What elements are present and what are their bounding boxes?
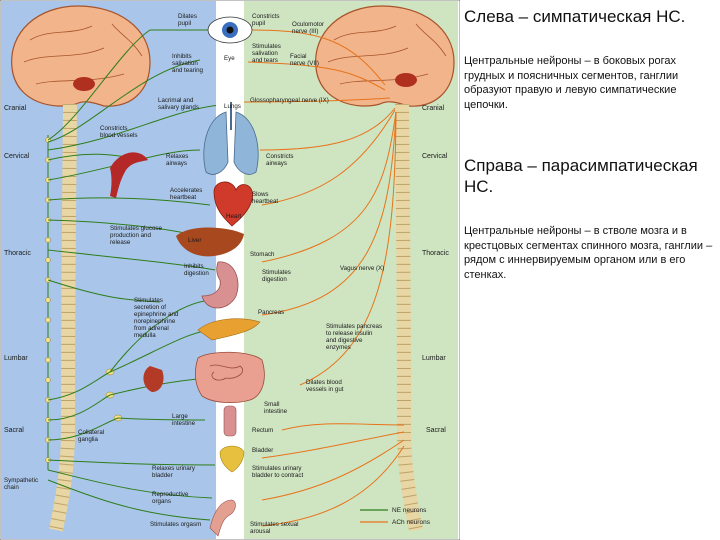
text-panel: Слева – симпатическая НС. Центральные не… xyxy=(462,0,718,540)
legend-ach: ACh neurons xyxy=(392,519,431,526)
liver-organ xyxy=(176,227,244,257)
label-spinal-left-lumbar: Lumbar xyxy=(4,355,28,362)
label-organ-labels-pancreas: Pancreas xyxy=(258,309,284,316)
label-sym-labels-stimulates-orgasm: Stimulates orgasm xyxy=(150,521,201,528)
reproductive-organ xyxy=(209,499,236,537)
label-organ-labels-bladder: Bladder xyxy=(252,447,273,454)
label-spinal-right-thoracic: Thoracic xyxy=(422,250,449,257)
label-spinal-right-sacral: Sacral xyxy=(426,427,446,434)
blood-vessel-organ xyxy=(110,152,148,198)
heart-organ xyxy=(213,181,254,227)
brain-left xyxy=(11,5,151,107)
label-organ-labels-lungs: Lungs xyxy=(224,103,241,110)
adrenal-kidney-organ xyxy=(143,366,164,392)
label-organ-labels-liver: Liver xyxy=(188,237,201,244)
eye-organ xyxy=(207,16,253,44)
label-organ-labels-eye: Eye xyxy=(224,55,235,62)
parasympathetic-nerves xyxy=(241,29,405,527)
label-spinal-left-cranial: Cranial xyxy=(4,105,27,112)
label-spinal-left-sacral: Sacral xyxy=(4,427,24,434)
left-body: Центральные нейроны – в боковых рогах гр… xyxy=(464,55,679,111)
label-spinal-right-lumbar: Lumbar xyxy=(422,355,446,362)
intestines-organ xyxy=(194,351,265,404)
label-spinal-right-cervical: Cervical xyxy=(422,153,448,160)
brain-right xyxy=(315,5,455,107)
spinal-cord-left xyxy=(49,103,77,532)
rectum-organ xyxy=(223,405,237,437)
label-organ-labels-heart: Heart xyxy=(226,213,241,220)
stomach-organ xyxy=(201,261,239,309)
label-spinal-left-thoracic: Thoracic xyxy=(4,250,31,257)
pancreas-organ xyxy=(197,318,261,341)
label-organ-labels-rectum: Rectum xyxy=(252,427,273,434)
label-para-labels-glossopharyngeal: Glossopharyngeal nerve (IX) xyxy=(250,97,329,104)
bladder-organ xyxy=(219,445,245,473)
legend-ne: NE neurons xyxy=(392,507,427,514)
label-spinal-left-cervical: Cervical xyxy=(4,153,30,160)
right-heading: Справа – парасимпатическая НС. xyxy=(464,156,698,196)
legend: NE neurons ACh neurons xyxy=(360,507,431,526)
right-body: Центральные нейроны – в стволе мозга и в… xyxy=(464,225,713,281)
spinal-cord-right xyxy=(395,103,423,532)
label-para-labels-vagus: Vagus nerve (X) xyxy=(340,265,384,272)
label-spinal-right-cranial: Cranial xyxy=(422,105,445,112)
lungs-organ xyxy=(203,102,259,175)
label-organ-labels-stomach: Stomach xyxy=(250,251,275,258)
left-heading: Слева – симпатическая НС. xyxy=(464,7,686,26)
